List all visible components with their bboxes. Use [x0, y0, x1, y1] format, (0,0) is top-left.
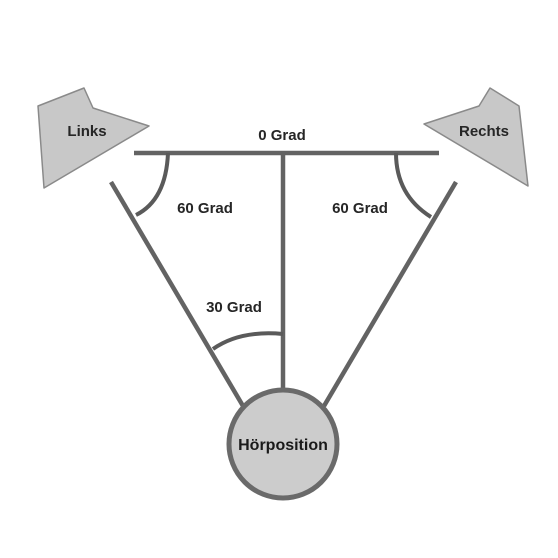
listener-circle	[226, 387, 340, 501]
left-angle-label: 60 Grad	[177, 200, 233, 217]
right-speaker-icon	[423, 87, 529, 187]
right-angle-arc	[394, 152, 433, 219]
right-speaker-line	[322, 180, 458, 408]
left-speaker: Links	[37, 87, 150, 189]
center-angle-arc	[211, 331, 284, 351]
left-speaker-icon	[37, 87, 150, 189]
center-angle-label: 30 Grad	[206, 299, 262, 316]
right-speaker: Rechts	[423, 87, 529, 187]
listener-label: Hörposition	[238, 437, 328, 454]
right-speaker-label: Rechts	[459, 123, 509, 140]
left-angle-arc	[135, 152, 170, 217]
listening-position: Hörposition	[226, 387, 340, 501]
left-speaker-line	[109, 180, 245, 408]
front-angle-label: 0 Grad	[258, 127, 306, 144]
left-speaker-label: Links	[67, 123, 106, 140]
right-angle-label: 60 Grad	[332, 200, 388, 217]
